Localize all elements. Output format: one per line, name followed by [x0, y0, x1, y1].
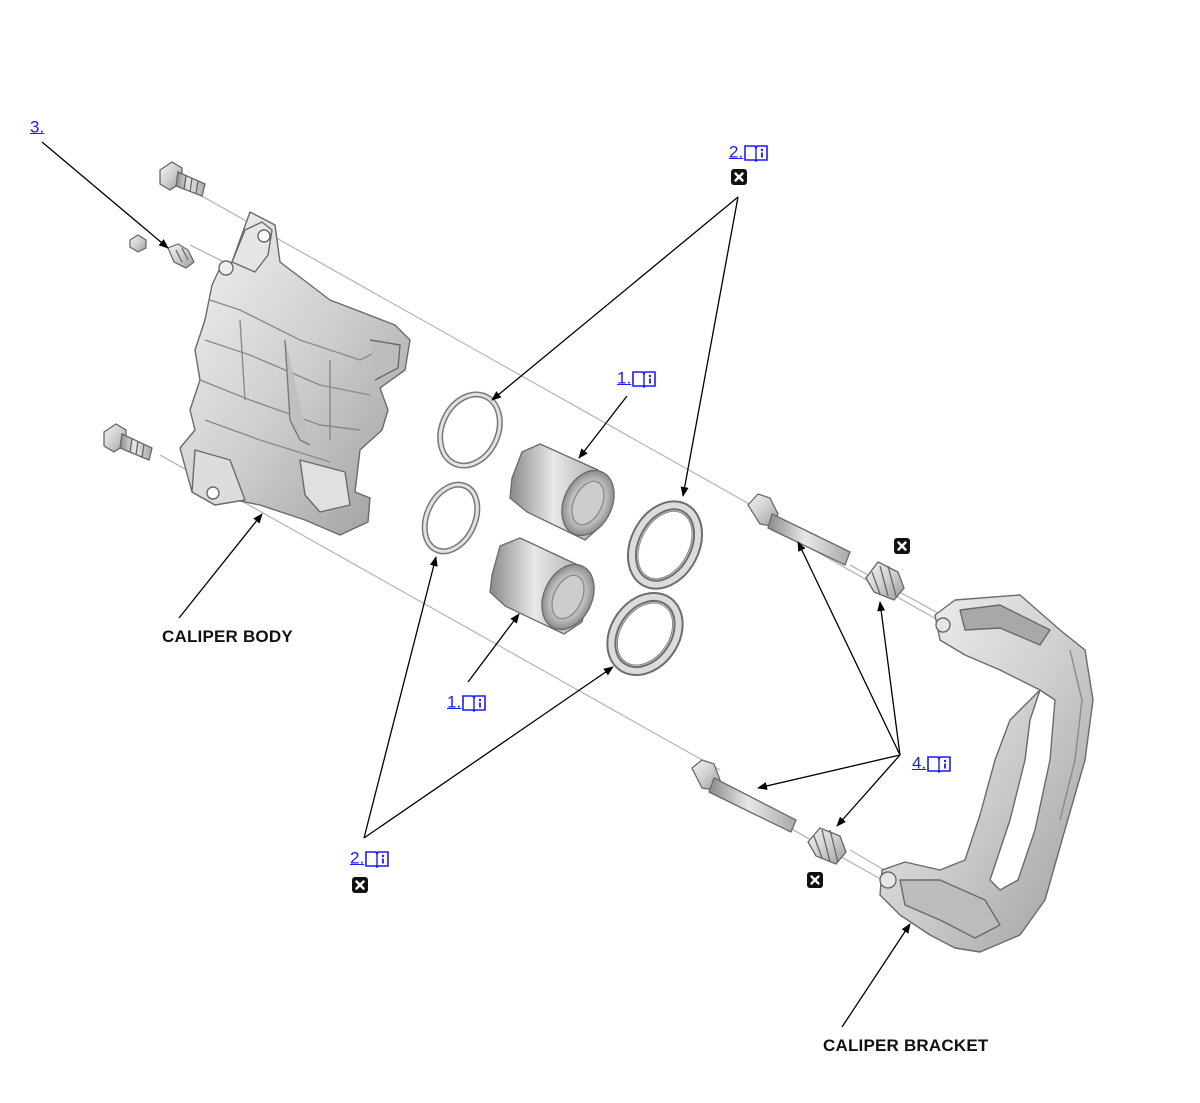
ref-link-2-seals-bottom[interactable]: 2. [350, 848, 389, 869]
dust-boot-lower [606, 591, 684, 677]
caliper-bolt-upper [159, 161, 206, 197]
ref-number: 3. [30, 117, 45, 137]
replace-part-x-icon [731, 169, 747, 185]
pin-boot-upper [865, 561, 905, 601]
guide-pin-lower [691, 759, 797, 833]
piston-upper [509, 443, 615, 541]
caliper-body-label: CALIPER BODY [162, 627, 293, 646]
manual-book-info-icon [462, 694, 486, 712]
caliper-bracket-part [879, 594, 1094, 953]
ref-number: 1. [447, 692, 462, 712]
ref-link-3-bleeder[interactable]: 3. [30, 117, 44, 138]
caliper-body-part [179, 211, 411, 536]
pin-boot-lower [807, 827, 847, 865]
ref-number: 4. [912, 753, 927, 773]
ref-number: 2. [729, 142, 744, 162]
piston-seal-lower [421, 481, 481, 555]
piston-lower [489, 537, 595, 635]
guide-pin-upper [747, 493, 851, 566]
ref-number: 1. [617, 368, 632, 388]
ref-link-4-guide-pins[interactable]: 4. [912, 753, 951, 774]
ref-link-1-piston-bottom[interactable]: 1. [447, 692, 486, 713]
replace-part-x-icon [894, 538, 910, 554]
caliper-bolt-lower [103, 423, 153, 461]
manual-book-info-icon [365, 850, 389, 868]
ref-number: 2. [350, 848, 365, 868]
replace-part-x-icon [352, 877, 368, 893]
replace-part-x-icon [807, 872, 823, 888]
dust-boot-upper [626, 500, 704, 590]
manual-book-info-icon [632, 370, 656, 388]
caliper-bracket-label: CALIPER BRACKET [823, 1036, 989, 1055]
piston-seal-upper [437, 391, 503, 469]
manual-book-info-icon [744, 144, 768, 162]
ref-link-2-seals-top[interactable]: 2. [729, 142, 768, 163]
leader-lines [41, 141, 911, 1028]
bleeder-screw-and-cap [129, 234, 195, 269]
manual-book-info-icon [927, 755, 951, 773]
ref-link-1-piston-top[interactable]: 1. [617, 368, 656, 389]
alignment-guides [159, 194, 1001, 891]
